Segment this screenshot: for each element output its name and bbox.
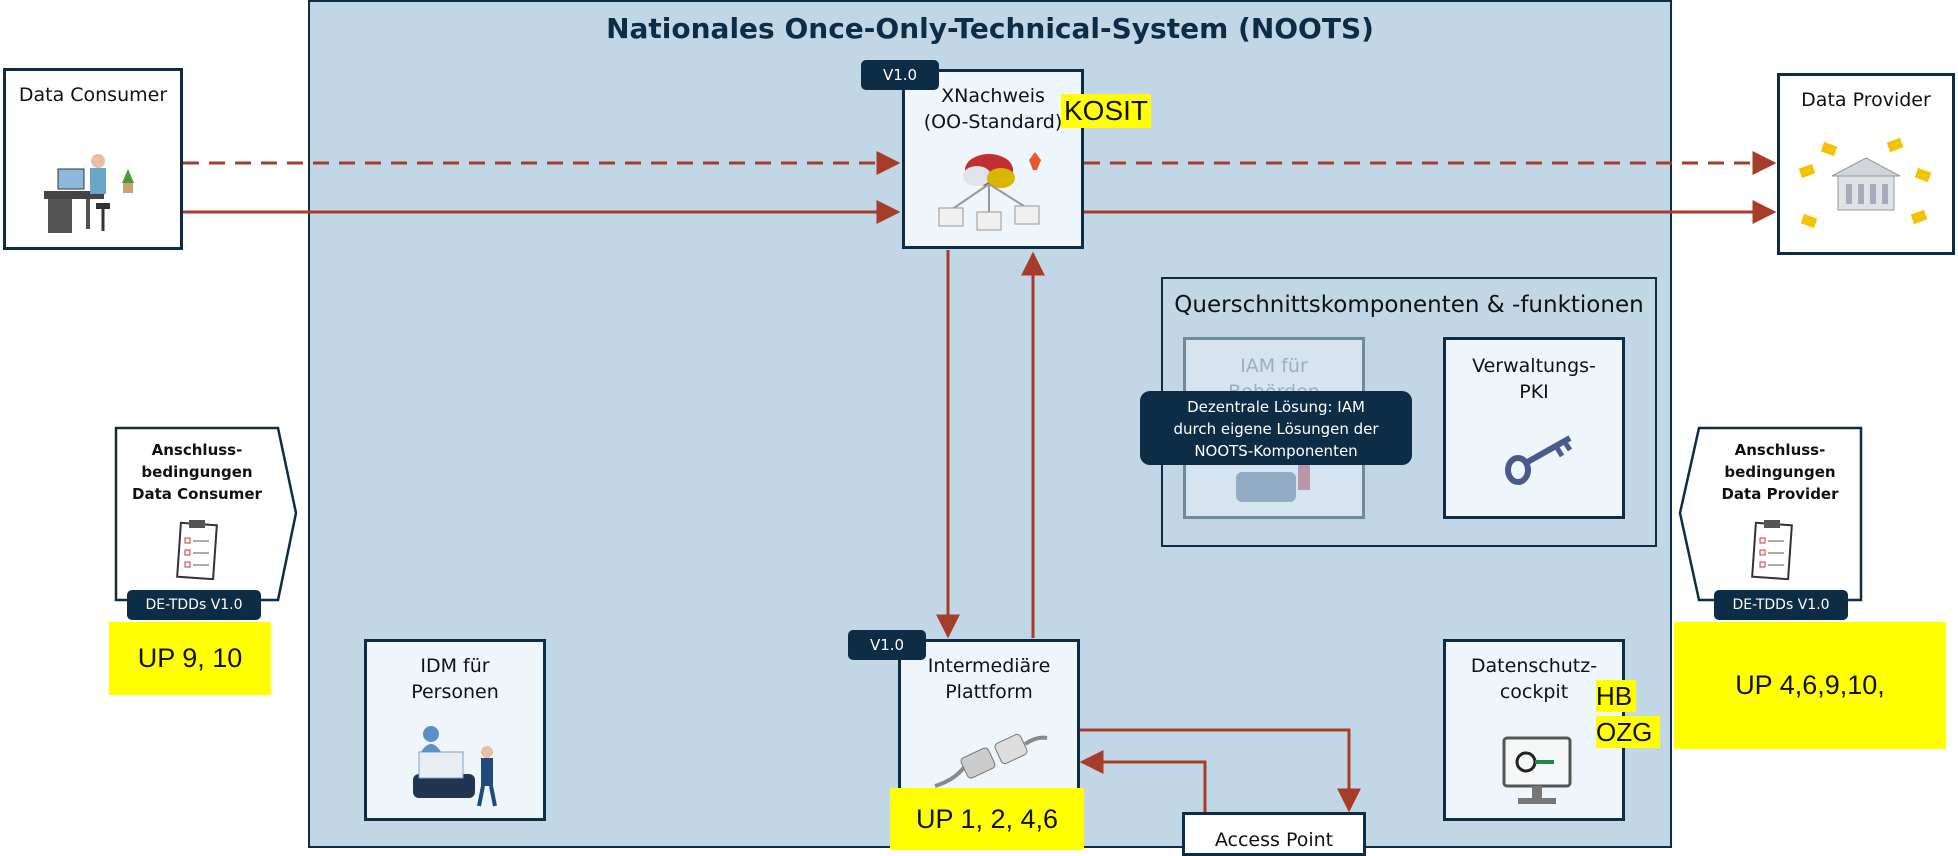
iam-tooltip: Dezentrale Lösung: IAM durch eigene Lösu… bbox=[1140, 391, 1412, 465]
data-consumer-box: Data Consumer bbox=[3, 68, 183, 250]
xnachweis-label-line1: XNachweis bbox=[941, 85, 1045, 107]
data-provider-label: Data Provider bbox=[1801, 89, 1931, 111]
accesspoint-to-platform bbox=[1079, 750, 1207, 812]
xnachweis-version-badge: V1.0 bbox=[861, 60, 939, 90]
diagram-title: Nationales Once-Only-Technical-System (N… bbox=[606, 12, 1374, 45]
key-icon bbox=[1505, 435, 1573, 485]
platform-to-accesspoint bbox=[1078, 728, 1361, 813]
data-consumer-label: Data Consumer bbox=[18, 84, 168, 106]
xnachweis-label-line2: (OO-Standard) bbox=[923, 110, 1063, 133]
anschluss-consumer-shape bbox=[114, 426, 298, 602]
tooltip-line3: NOOTS-Komponenten bbox=[1194, 441, 1358, 460]
government-building-icon bbox=[1798, 137, 1932, 229]
up-platform-tag: UP 1, 2, 4,6 bbox=[890, 788, 1084, 850]
access-point-label: Access Point bbox=[1214, 829, 1334, 851]
anschluss-provider-shape bbox=[1678, 426, 1863, 602]
up-consumer-tag: UP 9, 10 bbox=[109, 622, 271, 695]
checklist-clipboard-icon bbox=[1751, 520, 1793, 580]
datenschutz-label-line2: cockpit bbox=[1499, 680, 1569, 703]
datenschutz-label-line1: Datenschutz- bbox=[1470, 655, 1598, 677]
anschluss-provider-line1: Anschluss- bbox=[1734, 441, 1826, 459]
pki-label-line2: PKI bbox=[1519, 380, 1549, 403]
pki-label-line1: Verwaltungs- bbox=[1472, 355, 1596, 377]
xnachweis-box: XNachweis (OO-Standard) bbox=[902, 69, 1084, 249]
datenschutzcockpit-box: Datenschutz- cockpit bbox=[1443, 639, 1625, 821]
verwaltungs-pki-box: Verwaltungs- PKI bbox=[1443, 337, 1625, 519]
anschluss-provider-line2: bedingungen bbox=[1724, 462, 1836, 481]
up-provider-tag: UP 4,6,9,10, bbox=[1674, 622, 1946, 749]
idm-label-line1: IDM für bbox=[420, 655, 490, 677]
office-worker-icon bbox=[44, 154, 134, 233]
tooltip-line2: durch eigene Lösungen der bbox=[1173, 419, 1379, 438]
iam-label-line1: IAM für bbox=[1240, 355, 1308, 377]
cloud-network-icon bbox=[938, 152, 1041, 231]
anschluss-provider-text: Anschluss- bedingungen Data Provider bbox=[1699, 440, 1861, 505]
identity-phone-icon bbox=[413, 726, 497, 807]
intermediaere-label-line2: Plattform bbox=[945, 680, 1033, 703]
monitor-key-icon bbox=[1502, 736, 1572, 804]
ozg-tag: OZG bbox=[1596, 716, 1660, 748]
idm-label-line2: Personen bbox=[411, 680, 499, 703]
intermediaere-version-badge: V1.0 bbox=[848, 630, 926, 660]
data-provider-box: Data Provider bbox=[1777, 73, 1955, 255]
anschluss-provider-badge: DE-TDDs V1.0 bbox=[1714, 590, 1848, 620]
anschluss-consumer-line2: bedingungen bbox=[141, 462, 253, 481]
intermediaere-label-line1: Intermediäre bbox=[927, 655, 1051, 677]
plug-connector-icon bbox=[934, 733, 1048, 788]
anschluss-consumer-line1: Anschluss- bbox=[151, 441, 243, 459]
hb-tag: HB bbox=[1596, 680, 1636, 712]
anschluss-provider-line3: Data Provider bbox=[1721, 484, 1839, 503]
anschluss-consumer-badge: DE-TDDs V1.0 bbox=[127, 590, 261, 620]
access-point-box: Access Point bbox=[1182, 812, 1366, 856]
idm-box: IDM für Personen bbox=[364, 639, 546, 821]
tooltip-line1: Dezentrale Lösung: IAM bbox=[1187, 398, 1365, 416]
kosit-tag: KOSIT bbox=[1061, 94, 1151, 128]
cross-section-title: Querschnittskomponenten & -funktionen bbox=[1174, 292, 1644, 318]
checklist-clipboard-icon bbox=[176, 520, 218, 580]
anschluss-consumer-line3: Data Consumer bbox=[132, 484, 262, 503]
anschluss-consumer-text: Anschluss- bedingungen Data Consumer bbox=[116, 440, 278, 505]
